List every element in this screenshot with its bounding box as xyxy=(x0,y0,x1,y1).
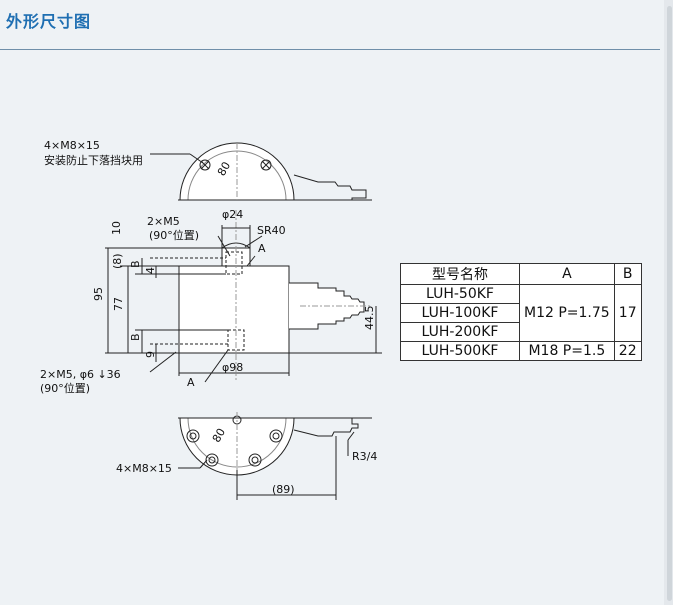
scrollbar[interactable] xyxy=(664,0,673,605)
label-side-holes-top-note: (90°位置) xyxy=(149,228,199,242)
label-dim-10: 10 xyxy=(110,221,123,235)
mount-hole-icon xyxy=(269,429,283,443)
table-row: LUH-50KF M12 P=1.75 17 xyxy=(400,284,642,342)
mount-hole-icon xyxy=(260,159,272,171)
mount-hole-icon xyxy=(205,453,219,467)
label-side-holes-bottom: 2×M5, φ6 ↓36 xyxy=(40,368,121,381)
table-cell-model: LUH-200KF xyxy=(400,322,520,342)
label-dim-r3-4: R3/4 xyxy=(352,450,377,463)
label-dim-4: 4 xyxy=(144,267,157,274)
label-holes-top: 4×M8×15 xyxy=(44,139,100,152)
table-row: LUH-100KF xyxy=(400,303,642,323)
label-side-holes-bottom-note: (90°位置) xyxy=(40,381,90,395)
top-view xyxy=(150,142,372,201)
section-header: 外形尺寸图 xyxy=(0,0,673,52)
table-cell-model: LUH-500KF xyxy=(400,341,520,361)
label-holes-bottom: 4×M8×15 xyxy=(116,462,172,475)
label-dim-89: (89) xyxy=(272,483,295,496)
label-dim-a-top: A xyxy=(258,242,266,255)
label-dim-a-bottom: A xyxy=(187,376,195,389)
table-cell-model: LUH-100KF xyxy=(400,303,520,323)
label-dim-95: 95 xyxy=(92,287,105,301)
table-header: 型号名称 xyxy=(400,263,520,285)
label-side-holes-top: 2×M5 xyxy=(147,215,180,228)
title-divider xyxy=(0,49,660,50)
table-row: LUH-500KF M18 P=1.5 22 xyxy=(400,341,642,361)
table-header-row: 型号名称 A B xyxy=(400,263,642,285)
mount-hole-icon xyxy=(186,429,200,443)
label-dim-9: 9 xyxy=(144,351,157,358)
label-dim-b-bottom: B xyxy=(129,333,142,341)
table-row: LUH-200KF xyxy=(400,322,642,342)
label-dim-sr40: SR40 xyxy=(257,224,286,237)
table-header: A xyxy=(519,263,615,285)
table-header: B xyxy=(613,263,642,285)
table-cell-model: LUH-50KF xyxy=(400,284,520,304)
page-title: 外形尺寸图 xyxy=(6,12,92,31)
label-holes-top-note: 安装防止下落挡块用 xyxy=(44,153,143,167)
label-dim-77: 77 xyxy=(112,297,125,311)
label-dim-phi24: φ24 xyxy=(222,208,243,221)
bottom-view xyxy=(178,412,372,500)
label-dim-44-5: 44.5 xyxy=(363,306,376,331)
label-dim-b-top: B xyxy=(129,260,142,268)
spec-table: 型号名称 A B LUH-50KF M12 P=1.75 17 LUH-100K… xyxy=(400,263,642,361)
table-cell-b: 17 xyxy=(613,284,642,342)
table-cell-a: M18 P=1.5 xyxy=(519,341,615,361)
table-cell-b: 22 xyxy=(613,341,642,361)
label-dim-phi98: φ98 xyxy=(222,361,243,374)
label-dim-80-top: 80 xyxy=(215,160,233,179)
mount-hole-icon xyxy=(199,159,211,171)
mount-hole-icon xyxy=(248,453,262,467)
label-dim-8: (8) xyxy=(111,253,124,269)
label-dim-80-bottom: 80 xyxy=(210,426,228,445)
front-view xyxy=(105,210,382,383)
table-cell-a: M12 P=1.75 xyxy=(519,284,615,342)
scrollbar-thumb[interactable] xyxy=(667,6,672,601)
